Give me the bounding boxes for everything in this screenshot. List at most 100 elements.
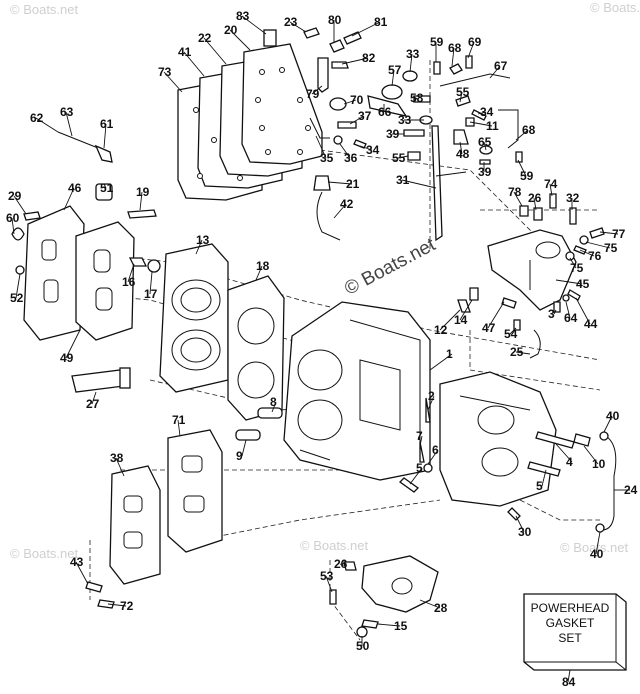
leader-c74 — [549, 183, 553, 197]
callout-c27: 27 — [86, 397, 100, 411]
callout-c26a: 26 — [528, 191, 542, 205]
watermark-faint-center: © Boats.net — [300, 538, 369, 553]
gasket-49 — [75, 221, 135, 341]
callout-c11: 11 — [486, 119, 499, 133]
screw-34b — [471, 109, 487, 121]
leader-c36 — [339, 143, 351, 159]
callout-c13: 13 — [196, 233, 210, 247]
leader-c83 — [241, 15, 267, 35]
callout-c5b: 5 — [536, 479, 543, 493]
leader-c68b — [515, 129, 529, 141]
callout-c60: 60 — [6, 211, 20, 225]
screw-52 — [15, 265, 25, 275]
leader-c26b — [339, 563, 347, 567]
screw-19 — [127, 209, 157, 219]
leader-c30 — [515, 515, 525, 533]
leader-c16 — [127, 263, 135, 283]
callout-c59a: 59 — [430, 35, 444, 49]
callout-c42: 42 — [340, 197, 354, 211]
callout-c40b: 40 — [590, 547, 604, 561]
callout-c33a: 33 — [406, 47, 420, 61]
callout-c72: 72 — [120, 599, 134, 613]
callout-c59b: 59 — [520, 169, 534, 183]
callout-c10: 10 — [592, 457, 606, 471]
leader-c8 — [271, 401, 277, 413]
leader-c27 — [91, 391, 97, 405]
callout-c54: 54 — [504, 327, 518, 341]
leader-c75b — [569, 257, 577, 269]
callout-c18: 18 — [256, 259, 270, 273]
leader-c67 — [489, 65, 501, 79]
lever-58 — [413, 95, 431, 103]
callout-c76: 76 — [588, 249, 602, 263]
callout-c71: 71 — [172, 413, 186, 427]
callout-c48: 48 — [456, 147, 470, 161]
leader-c77 — [599, 231, 619, 235]
screw-44 — [567, 289, 581, 301]
top-small-parts — [263, 27, 523, 242]
callout-c25: 25 — [510, 345, 524, 359]
callout-c41: 41 — [178, 45, 192, 59]
callout-c61: 61 — [100, 117, 114, 131]
callout-c82: 82 — [362, 51, 376, 65]
screw-74 — [549, 193, 557, 209]
leader-c75a — [585, 241, 611, 249]
leader-c9 — [241, 439, 247, 457]
callout-c51: 51 — [100, 181, 114, 195]
bolt-4 — [535, 431, 575, 449]
screw-15 — [361, 619, 379, 629]
callout-c3: 3 — [548, 307, 555, 321]
callout-c67: 67 — [494, 59, 508, 73]
connector-61 — [94, 144, 113, 163]
leader-c76 — [579, 249, 595, 257]
callout-c38: 38 — [110, 451, 124, 465]
screw-69 — [465, 55, 473, 69]
callout-c19: 19 — [136, 185, 150, 199]
leader-c43 — [75, 561, 89, 585]
leader-c40a — [603, 415, 613, 433]
leader-c44 — [575, 297, 591, 325]
lower-plates — [85, 429, 223, 609]
pin-7 — [419, 441, 425, 463]
grommet-70 — [329, 97, 347, 111]
watermark-faint-left: © Boats.net — [10, 546, 79, 561]
leader-lines — [11, 15, 630, 683]
leader-c31 — [401, 179, 437, 189]
shaft-arm-31 — [435, 171, 467, 177]
callout-c57: 57 — [388, 63, 402, 77]
seal-17 — [147, 259, 161, 273]
leader-c58 — [415, 97, 419, 101]
cover-38 — [109, 465, 161, 585]
leader-c61 — [103, 123, 107, 149]
callout-c84: 84 — [562, 675, 576, 689]
leader-c1 — [429, 353, 453, 371]
callout-c1: 1 — [446, 347, 453, 361]
clip-55a — [455, 95, 471, 107]
callout-c75a: 75 — [604, 241, 618, 255]
screw-53 — [329, 589, 337, 605]
callout-c78: 78 — [508, 185, 522, 199]
screw-54 — [513, 319, 521, 331]
leader-c18 — [255, 265, 263, 281]
screw-3 — [553, 301, 561, 313]
shaft-31 — [431, 125, 443, 242]
screw-72 — [97, 599, 115, 609]
callout-c50: 50 — [356, 639, 370, 653]
callout-c55a: 55 — [456, 85, 470, 99]
callout-c26b: 26 — [334, 557, 348, 571]
hose-42 — [316, 191, 341, 241]
watermark-main: © Boats.net — [341, 234, 439, 300]
screw-14 — [469, 287, 479, 301]
callout-c68b: 68 — [522, 123, 536, 137]
leader-c64 — [565, 301, 571, 319]
callout-c62: 62 — [30, 111, 44, 125]
leader-c73 — [163, 71, 183, 93]
link-37 — [337, 121, 357, 129]
callout-c29: 29 — [8, 189, 22, 203]
callout-c36: 36 — [344, 151, 358, 165]
kit-line-1: POWERHEAD — [531, 601, 610, 615]
callout-c80: 80 — [328, 13, 342, 27]
cylinder-head-13 — [159, 243, 229, 393]
callout-c69: 69 — [468, 35, 482, 49]
